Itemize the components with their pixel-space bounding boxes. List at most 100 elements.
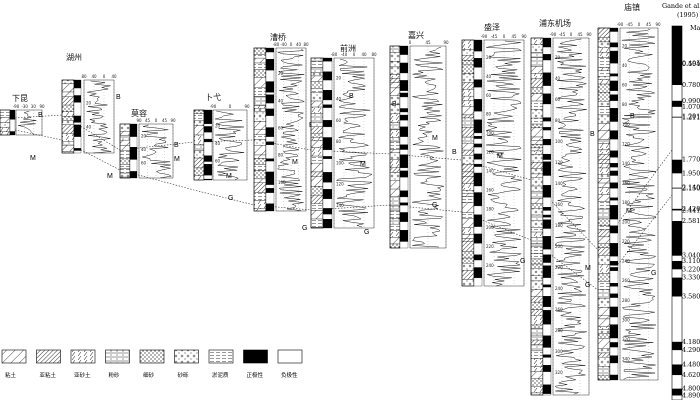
lithology-layer (530, 117, 544, 125)
reference-age-label: 2.581 (682, 217, 700, 225)
polarity-interval (322, 198, 333, 209)
lithology-layer (389, 140, 401, 150)
polarity-interval (473, 159, 483, 165)
polarity-interval (322, 99, 333, 105)
polarity-interval (322, 156, 333, 159)
lithology-layer (530, 253, 544, 260)
lithology-layer (597, 27, 611, 38)
lithology-layer (389, 129, 401, 138)
reference-age-label: 0.504 (682, 60, 700, 68)
polarity-interval (542, 153, 552, 160)
polarity-interval (129, 123, 138, 137)
lithology-layer (530, 162, 544, 169)
depth-label: 60 (336, 118, 342, 123)
lithology-layer (530, 350, 544, 359)
lithology-layer (530, 127, 544, 138)
lithology-layer (597, 318, 611, 327)
polarity-interval (9, 109, 16, 120)
axis-tick-label: 0 (290, 42, 293, 47)
reference-year: (1995) (677, 11, 698, 19)
depth-label: 140 (486, 168, 494, 173)
reference-normal-interval (672, 159, 682, 174)
polarity-interval (542, 59, 552, 74)
lithology-layer (461, 279, 475, 287)
lithology-layer (597, 159, 611, 164)
polarity-interval (203, 109, 213, 125)
lithology-layer (597, 297, 611, 308)
depth-label: 20 (622, 44, 628, 49)
lithology-layer (461, 55, 475, 61)
lithology-layer (253, 200, 267, 209)
polarity-interval (322, 79, 333, 91)
axis-tick-label: 0 (570, 32, 573, 37)
lithology-layer (530, 150, 544, 155)
lithology-layer (253, 108, 267, 113)
section-title: 盛泽 (484, 22, 500, 32)
lithology-layer (461, 171, 475, 177)
polarity-interval (265, 203, 275, 212)
inclination-curve (486, 40, 523, 287)
axis-tick-label: 45 (425, 40, 431, 45)
lithology-layer (253, 69, 267, 78)
depth-label: 60 (141, 161, 147, 166)
lithology-layer (597, 47, 611, 54)
reference-age-label: 2.150 (682, 184, 700, 192)
lithology-layer (530, 296, 544, 303)
polarity-interval (473, 67, 483, 80)
legend-label: 正极性 (247, 371, 264, 379)
lithology-layer (530, 147, 544, 152)
depth-label: 40 (215, 141, 221, 146)
lithology-layer (389, 87, 401, 96)
lithology-layer (461, 39, 475, 50)
polarity-interval (542, 335, 552, 348)
lithology-layer (193, 113, 205, 121)
reference-age-label: 4.180 (682, 338, 700, 346)
lithology-layer (193, 109, 205, 114)
axis-tick-label: 90 (443, 40, 449, 45)
lithology-layer (61, 104, 75, 112)
polarity-interval (542, 175, 552, 186)
lithology-layer (461, 164, 475, 173)
polarity-interval (609, 200, 619, 206)
lithology-layer (310, 194, 324, 204)
depth-label: 40 (555, 76, 561, 81)
lithology-layer (530, 327, 544, 336)
lithology-layer (597, 154, 611, 160)
axis-tick-label: -40 (280, 42, 287, 47)
lithology-layer (461, 234, 475, 239)
lithology-layer (461, 190, 475, 194)
polarity-interval (542, 159, 552, 162)
polarity-interval (542, 207, 552, 211)
polarity-interval (203, 161, 213, 165)
polarity-interval (609, 157, 619, 164)
lithology-layer (597, 326, 611, 330)
lithology-layer (389, 113, 401, 123)
polarity-interval (542, 117, 552, 122)
lithology-layer (461, 227, 475, 235)
depth-label: 20 (555, 55, 561, 60)
lithology-layer (193, 144, 205, 151)
lithology-layer (61, 111, 75, 117)
depth-label: 120 (555, 160, 563, 165)
polarity-interval (609, 170, 619, 176)
lithology-layer (119, 139, 131, 146)
polarity-interval (203, 141, 213, 156)
depth-label: 20 (336, 75, 342, 80)
lithology-layer (461, 212, 475, 219)
polarity-interval (542, 357, 552, 366)
legend-label: 细砂 (143, 371, 155, 379)
lithology-layer (119, 135, 131, 141)
lithology-layer (61, 124, 75, 134)
lithology-layer (597, 114, 611, 124)
depth-label: 100 (336, 160, 344, 165)
lithology-layer (119, 164, 131, 169)
polarity-interval (542, 371, 552, 385)
lithology-layer (597, 218, 611, 226)
lithology-layer (389, 122, 401, 131)
lithology-layer (597, 174, 611, 179)
axis-tick-label: 0 (409, 40, 412, 45)
lithology-layer (597, 247, 611, 256)
